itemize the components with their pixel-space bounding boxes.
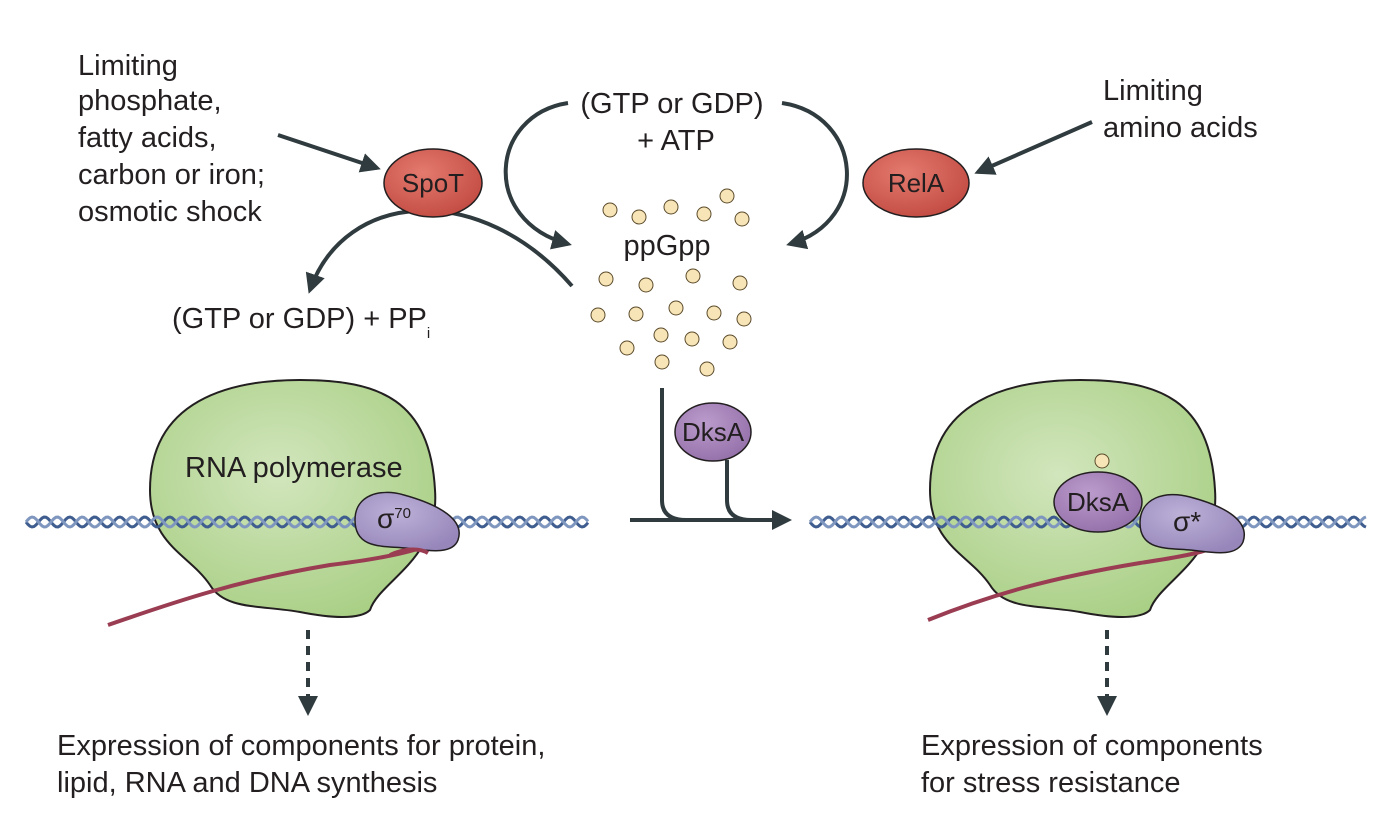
left-outcome-text: Expression of components for protein, li… <box>57 730 554 799</box>
spot-condition-line: Limiting <box>78 50 178 82</box>
hydrolysis-products: (GTP or GDP) + PPi <box>172 303 430 342</box>
substrates-line: (GTP or GDP) <box>580 88 763 120</box>
spot-condition-line: phosphate, <box>78 85 222 117</box>
rna-transcript-left-end <box>389 547 430 557</box>
spot-label: SpoT <box>402 168 464 198</box>
sigma70-base: σ <box>377 503 394 534</box>
rela-label: RelA <box>888 168 945 198</box>
ppgpp-molecules <box>590 188 752 377</box>
ppgpp-molecule <box>638 277 654 293</box>
sigma70-label: σ70 <box>377 503 411 534</box>
ppgpp-molecule <box>684 331 700 347</box>
rna-polymerase-label: RNA polymerase <box>185 452 403 484</box>
rna-polymerase-left <box>148 378 437 618</box>
hydrolysis-arrow <box>305 208 574 294</box>
synthesis-arrow-left <box>503 101 572 250</box>
arrow-to-rela <box>974 120 1093 175</box>
ppgpp-bound <box>1094 453 1110 469</box>
sigma-star-label: σ* <box>1173 506 1201 537</box>
ppgpp-molecule <box>631 209 647 225</box>
spot-enzyme <box>383 148 483 218</box>
ppgpp-molecule <box>699 361 715 377</box>
arrow-to-spot <box>277 133 381 173</box>
ppgpp-molecule <box>598 271 614 287</box>
hydrolysis-subscript: i <box>427 325 430 342</box>
ppgpp-molecule <box>654 354 670 370</box>
synthesis-arrow-right <box>781 101 849 250</box>
ppgpp-molecule <box>706 305 722 321</box>
spot-condition-line: osmotic shock <box>78 196 262 228</box>
spot-condition-line: fatty acids, <box>78 122 217 154</box>
dksa-input-line <box>725 460 752 522</box>
spot-condition-line: carbon or iron; <box>78 159 265 191</box>
dksa-free <box>674 402 752 462</box>
ppgpp-molecule <box>719 188 735 204</box>
dna-helix-left <box>24 515 590 529</box>
dna-strand <box>24 515 590 529</box>
ppgpp-molecule <box>628 306 644 322</box>
rela-conditions-text: Limiting amino acids <box>1103 75 1258 144</box>
sigma-star-subunit <box>1139 493 1245 554</box>
dksa-free-label: DksA <box>682 417 745 447</box>
right-outcome-line: for stress resistance <box>921 767 1180 799</box>
dksa-bound <box>1053 471 1143 533</box>
ppgpp-molecule <box>696 206 712 222</box>
rela-enzyme <box>862 148 970 218</box>
ppgpp-molecule <box>734 211 750 227</box>
ppgpp-input-line <box>660 388 687 522</box>
ppgpp-molecule <box>736 311 752 327</box>
ppgpp-molecule <box>732 275 748 291</box>
ppgpp-molecule <box>685 268 701 284</box>
ppgpp-molecule <box>668 300 684 316</box>
spot-conditions-text: Limiting phosphate, fatty acids, carbon … <box>78 50 273 228</box>
dna-strand <box>24 515 590 529</box>
left-outcome-line: Expression of components for protein, <box>57 730 545 762</box>
ppgpp-label: ppGpp <box>623 230 710 262</box>
sigma70-subunit <box>354 491 460 552</box>
ppgpp-molecule <box>653 327 669 343</box>
ppgpp-molecule <box>590 307 606 323</box>
rela-condition-line: amino acids <box>1103 112 1258 144</box>
substrates-text: (GTP or GDP) + ATP <box>580 88 771 157</box>
right-outcome-text: Expression of components for stress resi… <box>921 730 1271 799</box>
rna-transcript-right <box>927 546 1213 622</box>
dksa-bound-label: DksA <box>1067 487 1130 517</box>
ppgpp-molecule <box>619 340 635 356</box>
ppgpp-molecule <box>722 334 738 350</box>
hydrolysis-products-text: (GTP or GDP) + PP <box>172 303 427 335</box>
rela-condition-line: Limiting <box>1103 75 1203 107</box>
substrates-line: + ATP <box>637 125 715 157</box>
right-outcome-line: Expression of components <box>921 730 1263 762</box>
ppgpp-molecule <box>663 199 679 215</box>
left-outcome-line: lipid, RNA and DNA synthesis <box>57 767 437 799</box>
ppgpp-molecule <box>602 202 618 218</box>
sigma70-superscript: 70 <box>394 505 411 522</box>
